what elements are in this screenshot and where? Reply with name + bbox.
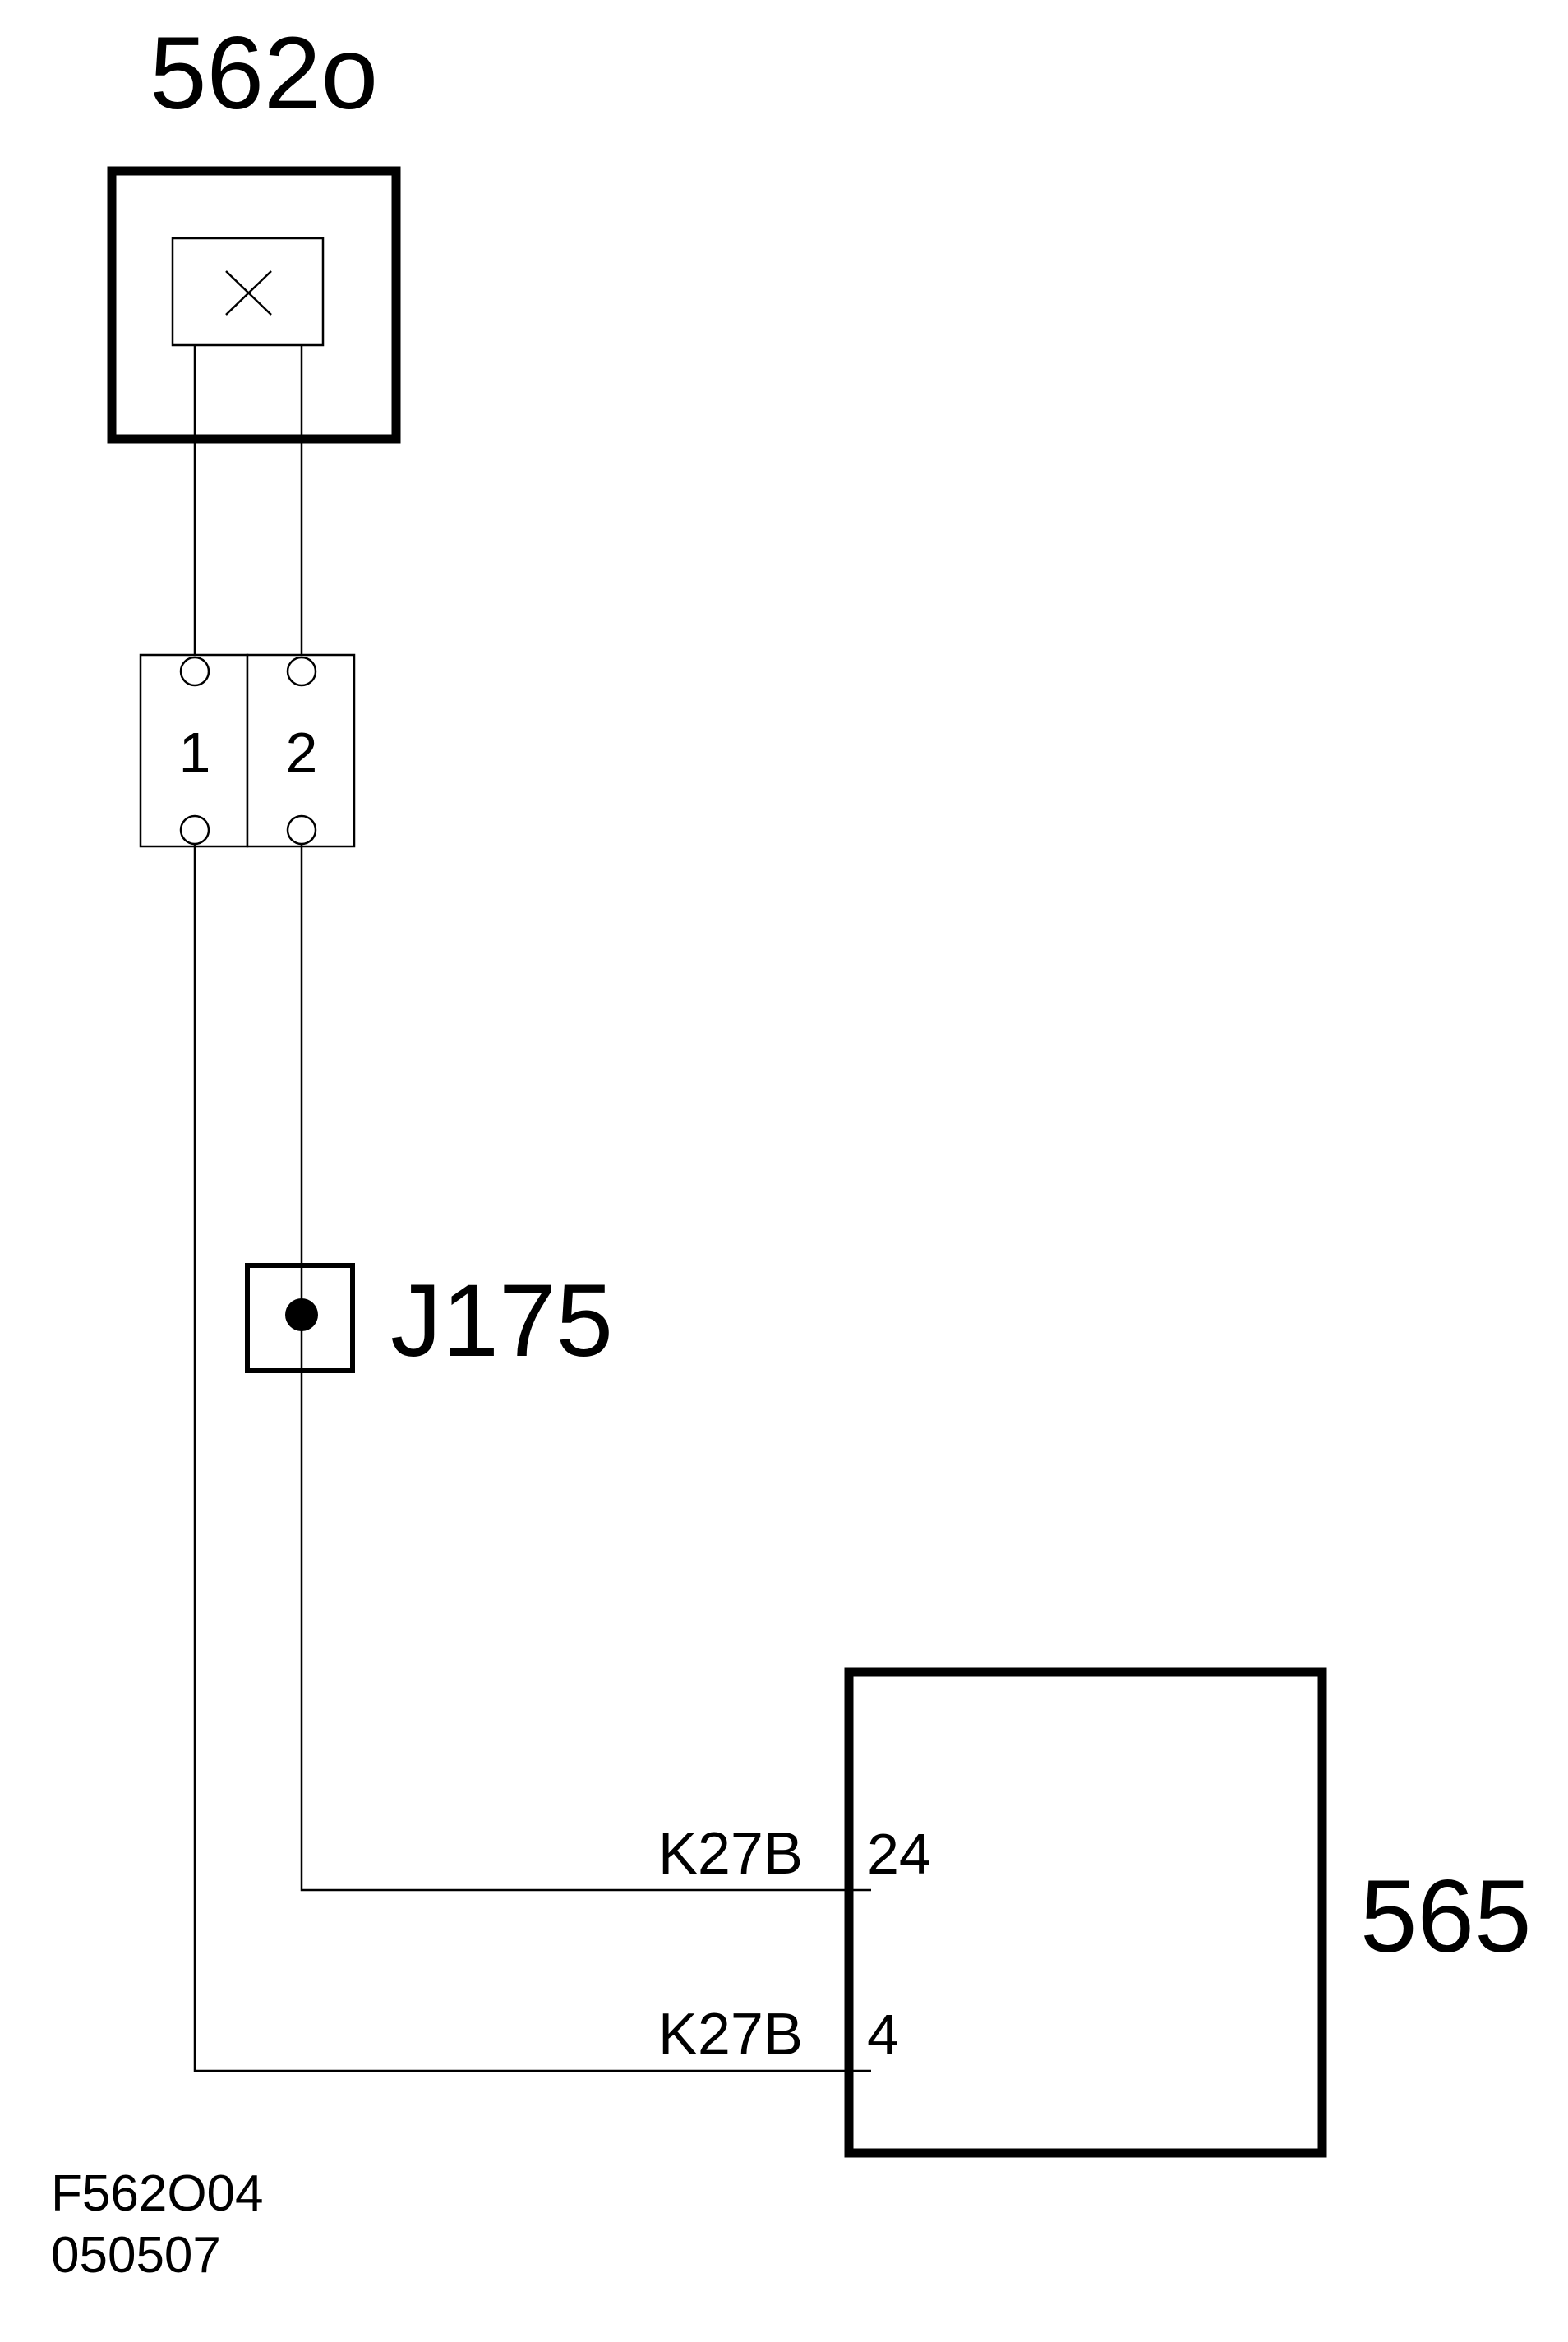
wire-pin2-lower [300,844,871,1892]
connector-cell-2 [246,653,356,848]
component-565: 565 24 4 [844,1667,1532,2158]
junction-j175: J175 [245,1263,613,1378]
connector-terminal-2-top [286,656,317,687]
footer-date: 050507 [51,2227,221,2284]
component-565-label: 565 [1360,1860,1532,1974]
connector-terminal-1-top [179,656,210,687]
component-565-housing [844,1667,1327,2158]
wire-pin1-lower [193,844,871,2072]
component-562o-housing [107,166,401,444]
connector-terminal-2-bottom [286,814,317,846]
footer-code: F562O04 [51,2165,264,2222]
component-562o: 562o [107,16,401,444]
connector-terminal-1-bottom [179,814,210,846]
connector-pin-1-label: 1 [179,721,211,785]
junction-dot-icon [285,1298,318,1331]
ecu-pin-4-label: 4 [867,2003,899,2067]
connector-block: 1 2 [139,653,356,848]
cross-icon [225,270,272,316]
ecu-pin-24-label: 24 [867,1822,931,1886]
component-562o-label: 562o [150,16,378,131]
junction-box [245,1263,355,1373]
component-562o-element [171,237,325,347]
wire-label-k27b-upper: K27B [658,1821,803,1887]
junction-label: J175 [390,1264,613,1378]
wire-label-k27b-lower: K27B [658,2002,803,2068]
connector-pin-2-label: 2 [286,721,318,785]
